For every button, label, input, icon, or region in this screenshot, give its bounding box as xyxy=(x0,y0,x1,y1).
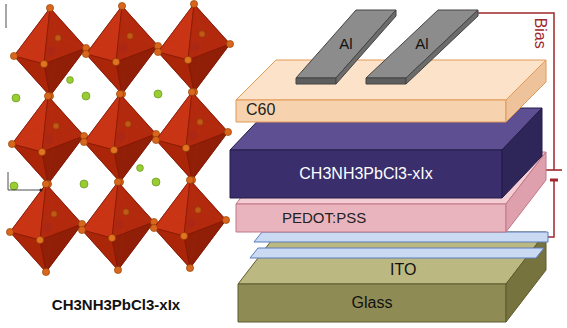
layer-label: C60 xyxy=(246,101,275,119)
layer-face xyxy=(254,232,548,242)
layer-label: PEDOT:PSS xyxy=(282,209,366,226)
layer-face xyxy=(230,150,502,198)
layer-label: Glass xyxy=(352,294,393,312)
electrode-label: Al xyxy=(339,35,352,52)
electrode-label: Al xyxy=(415,35,428,52)
layer-face xyxy=(236,152,546,204)
layer-face xyxy=(250,248,544,258)
layer-label: ITO xyxy=(390,261,416,279)
layer-face xyxy=(236,100,506,122)
layer-label: CH3NH3PbCl3-xIx xyxy=(299,165,432,183)
layer-face xyxy=(506,232,546,322)
electrode-strips: ITO xyxy=(250,232,548,280)
layer-face xyxy=(296,78,336,84)
edge-label: Bias xyxy=(530,18,548,49)
layer-face xyxy=(230,108,542,150)
layer-face xyxy=(236,204,506,232)
layer-face xyxy=(366,78,406,84)
figure-caption: CH3NH3PbCl3-xIx xyxy=(52,296,180,313)
layer-face xyxy=(238,284,506,322)
electrode-bar: Al xyxy=(366,10,478,84)
layer-face xyxy=(238,232,546,284)
layer-face xyxy=(506,152,546,232)
layer-face xyxy=(236,60,546,100)
